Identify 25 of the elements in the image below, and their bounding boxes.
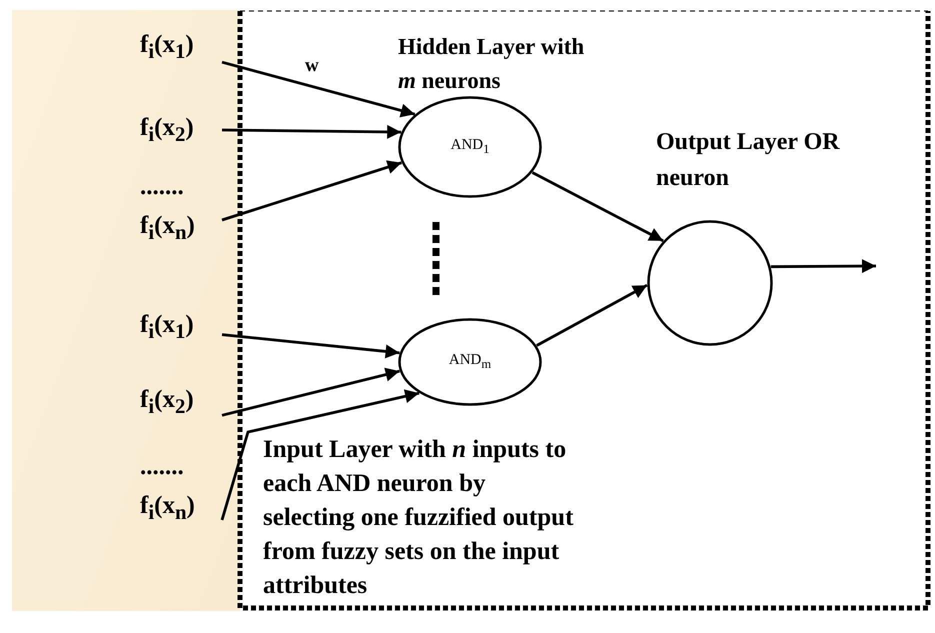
input-label: f$_{i}$(x$_{1}$)	[140, 30, 194, 64]
input-label: f$_{i}$(x$_{1}$)	[140, 310, 194, 344]
arrow	[222, 333, 400, 358]
input-label: f$_{i}$(x$_{n}$)	[140, 492, 195, 524]
neuron-ellipse	[398, 318, 542, 406]
neuron-label: AND$_{m}$	[448, 352, 492, 372]
arrow	[770, 259, 876, 274]
ellipsis-mark: .......	[140, 452, 185, 482]
arrow	[536, 284, 648, 347]
annotation-text: Hidden Layer with m neurons	[398, 33, 586, 95]
output-neuron-circle	[647, 220, 773, 346]
arrow	[220, 389, 420, 520]
input-label: f$_{i}$(x$_{n}$)	[140, 212, 195, 244]
neuron-label: AND$_{1}$	[450, 137, 490, 157]
ellipsis-mark: .......	[140, 172, 185, 202]
input-label: f$_{i}$(x$_{2}$)	[140, 114, 194, 146]
layer-heading: Output Layer OR neuron	[656, 128, 841, 193]
input-label: f$_{i}$(x$_{2}$)	[140, 386, 194, 418]
arrow	[222, 60, 416, 118]
annotation-text: Input Layer with n inputs to each AND neuron by selecting one fuzzified output from fuzzy sets on the input attributes	[263, 435, 574, 601]
arrow	[222, 368, 400, 417]
neuron-ellipse	[398, 96, 542, 198]
arrow	[222, 124, 402, 139]
arrow	[532, 171, 664, 242]
arrow	[222, 160, 402, 222]
